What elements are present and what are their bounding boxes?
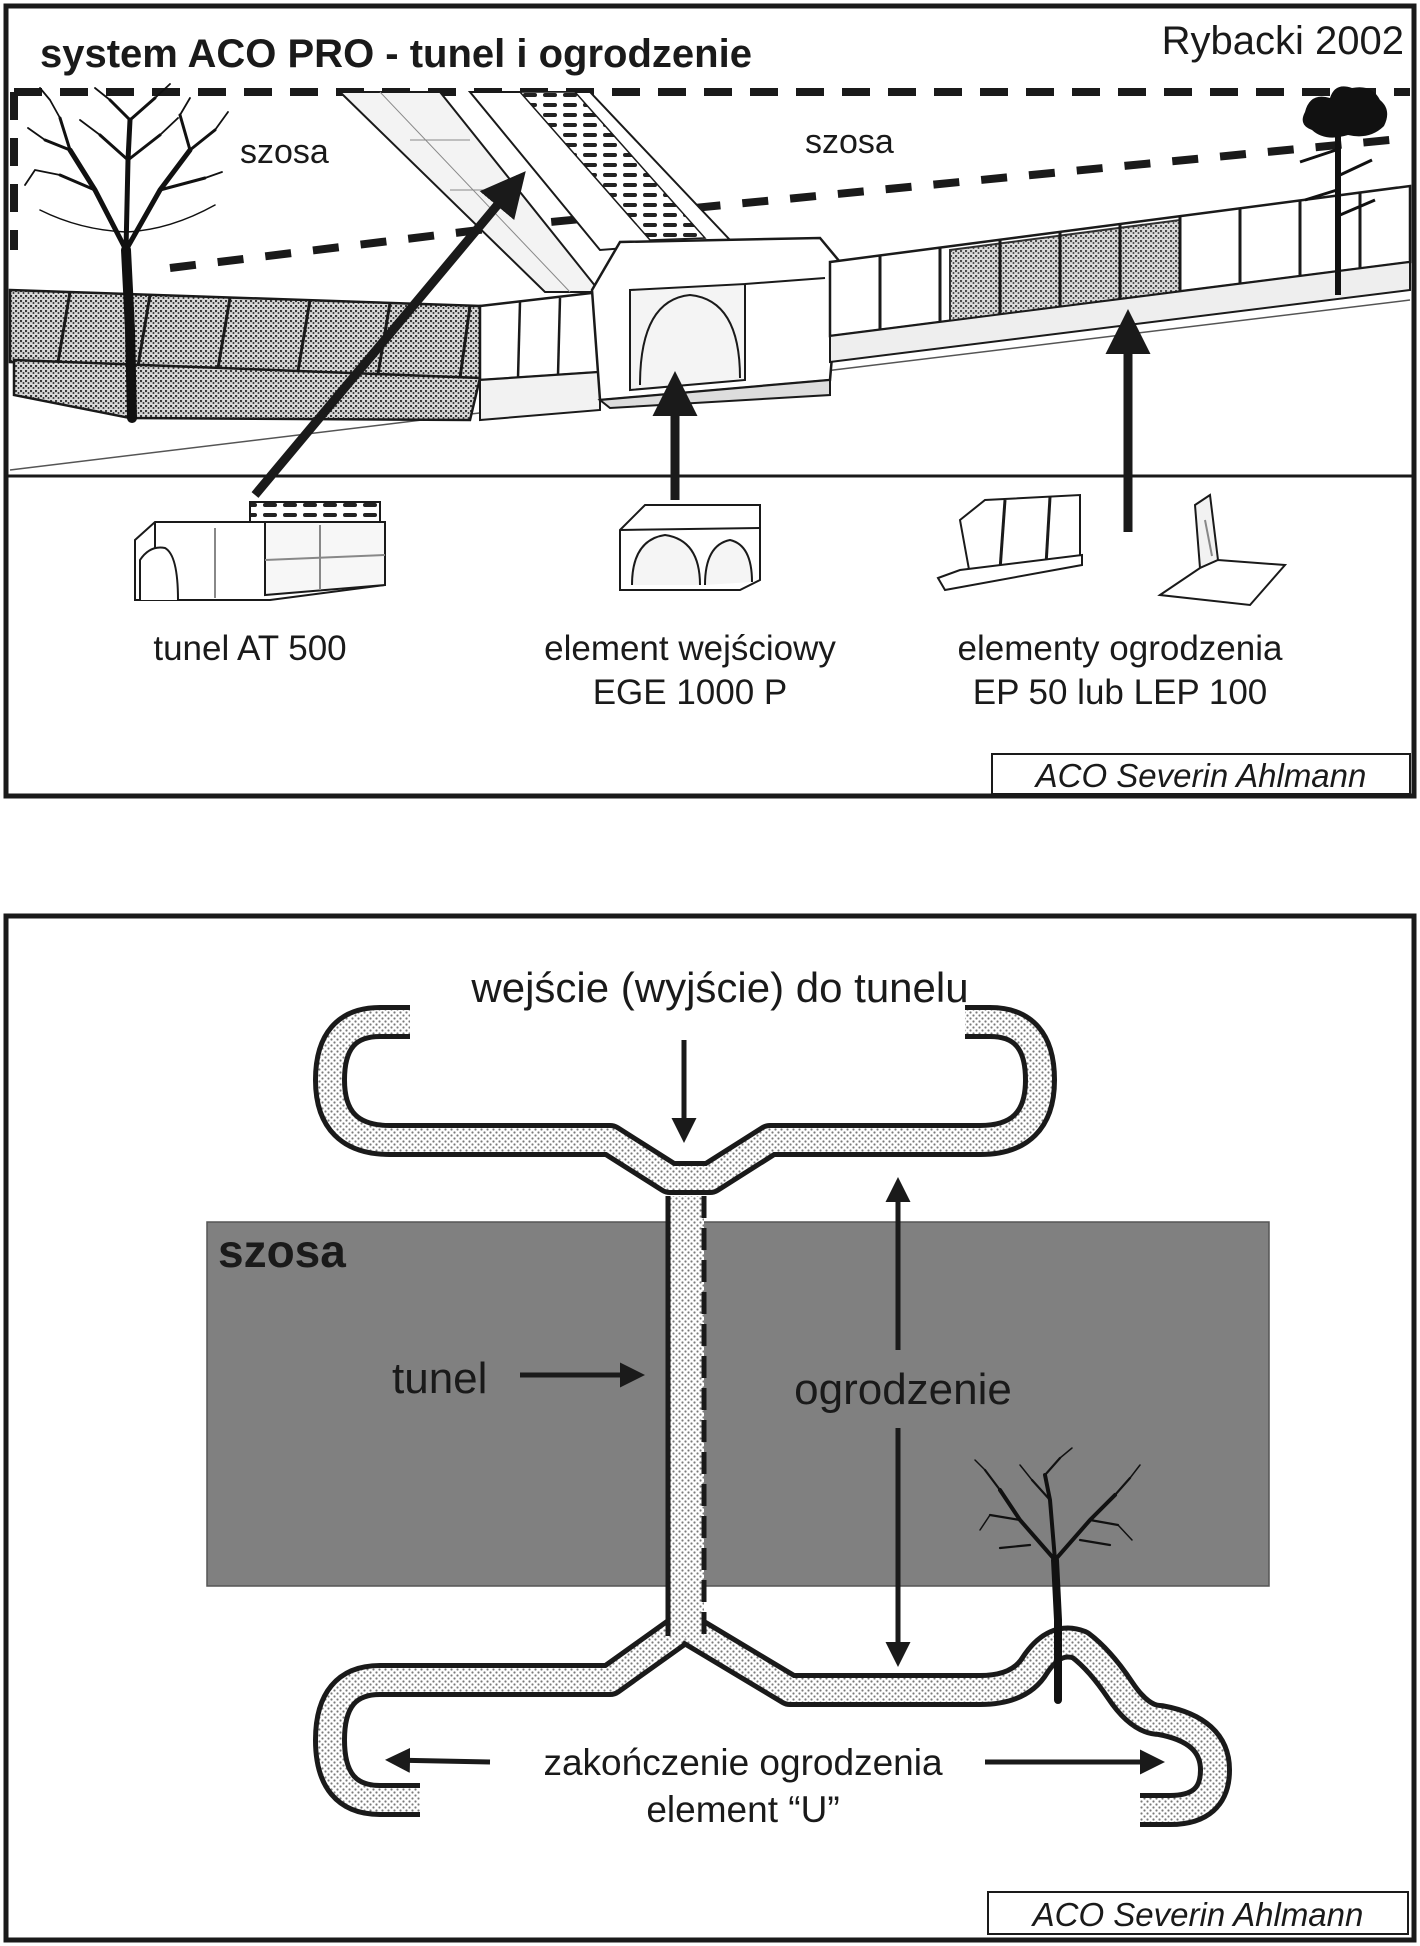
- lower-fence: [313, 1615, 1232, 1827]
- label-fence-end-line1: zakończenie ogrodzenia: [543, 1742, 942, 1783]
- road-label-left: szosa: [240, 133, 329, 171]
- top-credit: ACO Severin Ahlmann: [1034, 757, 1367, 794]
- entrance-element-component-icon: [619, 504, 761, 591]
- label-fence-line2: EP 50 lub LEP 100: [973, 673, 1268, 712]
- tunnel-at500-component-icon: [134, 501, 386, 601]
- label-road: szosa: [218, 1225, 346, 1277]
- arrow-end-left: [385, 1747, 491, 1773]
- tree-small-icon: [974, 1447, 1141, 1704]
- fence-middle-segment: [478, 290, 602, 422]
- top-credit-box: [991, 753, 1411, 795]
- fence-elements-component-icon: [936, 493, 1288, 607]
- bottom-panel: wejście (wyjście) do tunelu szosa tunel …: [3, 913, 1417, 1943]
- label-fence: ogrodzenie: [794, 1365, 1012, 1414]
- bottom-credit-box: [987, 1891, 1409, 1935]
- label-entrance-line1: element wejściowy: [544, 629, 836, 668]
- top-panel: system ACO PRO - tunel i ogrodzenie Ryba…: [3, 3, 1417, 799]
- top-author: Rybacki 2002: [1162, 19, 1404, 63]
- top-title: system ACO PRO - tunel i ogrodzenie: [40, 32, 752, 76]
- arrow-tunnel: [251, 171, 526, 498]
- road-area: [206, 1221, 1270, 1587]
- label-fence-line1: elementy ogrodzenia: [958, 629, 1283, 668]
- tunnel-body: [668, 1196, 704, 1636]
- road-label-right: szosa: [805, 123, 894, 161]
- label-fence-end-line2: element “U”: [646, 1789, 839, 1830]
- entrance-element-perspective: [590, 236, 842, 410]
- upper-fence: [313, 1005, 1057, 1195]
- label-entrance-line2: EGE 1000 P: [593, 673, 788, 712]
- tree-bare-icon: [24, 83, 229, 423]
- tunnel-perspective: [337, 91, 733, 293]
- label-tunnel-at500: tunel AT 500: [153, 629, 346, 668]
- label-tunnel: tunel: [392, 1354, 487, 1403]
- bottom-credit: ACO Severin Ahlmann: [1031, 1896, 1364, 1933]
- label-entrance-exit: wejście (wyjście) do tunelu: [470, 964, 968, 1011]
- tree-pine-icon: [1299, 86, 1388, 295]
